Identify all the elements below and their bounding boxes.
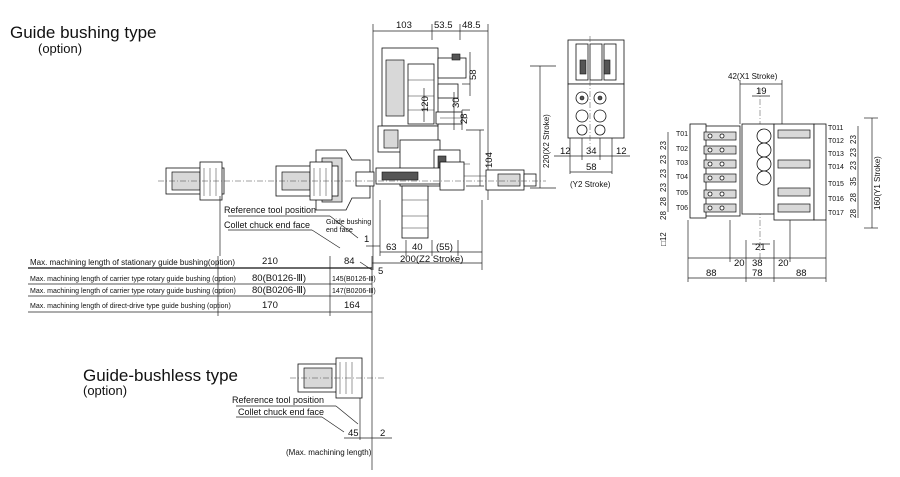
bushless-collet-chuck-end-face: Collet chuck end face xyxy=(238,407,324,417)
row-1-v1: 80(B0126-Ⅲ) xyxy=(252,273,306,284)
left-tool-rows xyxy=(703,131,737,213)
dim-88-left: 88 xyxy=(706,268,717,279)
dim-58: 58 xyxy=(468,69,479,80)
row-3-label: Max. machining length of direct-drive ty… xyxy=(30,303,231,310)
right-spacing-0: 23 xyxy=(849,135,858,144)
dim-200-z2-stroke: 200(Z2 Stroke) xyxy=(400,254,463,265)
y2-dim-34: 34 xyxy=(586,146,597,157)
dim-21: 21 xyxy=(755,242,766,253)
tool-t014: T014 xyxy=(828,164,844,171)
y2-stroke-label: (Y2 Stroke) xyxy=(570,180,611,189)
left-spacing-2: 23 xyxy=(659,169,668,178)
row-3-v1: 170 xyxy=(262,300,278,311)
machining-length-table: Max. machining length of stationary guid… xyxy=(28,256,376,470)
collet-chuck-end-face-label: Collet chuck end face xyxy=(224,220,310,230)
dim-20-left: 20 xyxy=(734,258,745,269)
guide-bushless-subtitle: (option) xyxy=(83,383,127,398)
dim-20-right: 20 xyxy=(778,258,789,269)
tool-t06: T06 xyxy=(676,205,688,212)
dim-2: 2 xyxy=(380,428,385,439)
dim-220-x2-stroke: 220(X2 Stroke) xyxy=(542,114,551,168)
tool-t03: T03 xyxy=(676,160,688,167)
row-1-v2: 145(B0126-Ⅲ) xyxy=(332,276,376,283)
bushless-reference-tool-position: Reference tool position xyxy=(232,395,324,405)
tool-t015: T015 xyxy=(828,181,844,188)
tool-t012: T012 xyxy=(828,138,844,145)
tool-t017: T017 xyxy=(828,210,844,217)
dim-19: 19 xyxy=(756,86,767,97)
guide-bushing-end-face-label-2: end face xyxy=(326,227,353,234)
tool-t02: T02 xyxy=(676,146,688,153)
dim-88-right: 88 xyxy=(796,268,807,279)
square-12: □12 xyxy=(659,232,668,246)
y2-dim-12-right: 12 xyxy=(616,146,627,157)
dim-55: (55) xyxy=(436,242,453,253)
guide-bushless-drawing: Reference tool position Collet chuck end… xyxy=(232,357,392,457)
dim-78: 78 xyxy=(752,268,763,279)
guide-bushing-subtitle: (option) xyxy=(38,41,82,56)
right-spacing-4: 28 xyxy=(849,193,858,202)
guide-bushing-end-face-label: Guide bushing xyxy=(326,219,371,226)
right-spacing-5: 28 xyxy=(849,209,858,218)
dim-103: 103 xyxy=(396,20,412,31)
y2-dim-12-left: 12 xyxy=(560,146,571,157)
row-0-v2: 84 xyxy=(344,256,355,267)
right-spacing-3: 35 xyxy=(849,177,858,186)
dim-1: 1 xyxy=(364,234,369,245)
row-0-v1: 210 xyxy=(262,256,278,267)
tool-t013: T013 xyxy=(828,151,844,158)
tool-t016: T016 xyxy=(828,196,844,203)
left-spacing-1: 23 xyxy=(659,155,668,164)
row-2-v2: 147(B0206-Ⅲ) xyxy=(332,288,376,295)
right-spacing-2: 23 xyxy=(849,161,858,170)
y1-stroke-label: 160(Y1 Stroke) xyxy=(873,156,882,210)
dim-53-5: 53.5 xyxy=(434,20,453,31)
dim-48-5: 48.5 xyxy=(462,20,481,31)
dim-104: 104 xyxy=(484,152,495,168)
dim-45: 45 xyxy=(348,428,359,439)
y2-dim-58: 58 xyxy=(586,162,597,173)
lower-dimensions: 1 63 40 (55) 200(Z2 Stroke) 5 xyxy=(359,200,483,277)
gang-tool-view: 42(X1 Stroke) 19 xyxy=(659,72,882,282)
tool-t01: T01 xyxy=(676,131,688,138)
dim-30: 30 xyxy=(451,97,462,108)
reference-tool-position-label: Reference tool position xyxy=(224,205,316,215)
upper-callouts: Reference tool position Collet chuck end… xyxy=(219,196,371,256)
y2-view: 12 34 12 58 (Y2 Stroke) xyxy=(554,36,630,189)
row-2-label: Max. machining length of carrier type ro… xyxy=(30,288,236,295)
left-spacing-0: 23 xyxy=(659,141,668,150)
tool-t05: T05 xyxy=(676,190,688,197)
tool-post-assembly: 58 120 30 28 104 220(X2 Stroke) xyxy=(315,47,556,239)
dim-5: 5 xyxy=(378,266,383,277)
x1-stroke-label: 42(X1 Stroke) xyxy=(728,72,778,81)
left-spacing-4: 28 xyxy=(659,197,668,206)
dim-38: 38 xyxy=(752,258,763,269)
dim-63: 63 xyxy=(386,242,397,253)
left-spacing-5: 28 xyxy=(659,211,668,220)
row-3-v2: 164 xyxy=(344,300,360,311)
right-spacing-1: 23 xyxy=(849,148,858,157)
left-spacing-3: 23 xyxy=(659,183,668,192)
tool-t04: T04 xyxy=(676,174,688,181)
max-machining-length-label: (Max. machining length) xyxy=(286,448,372,457)
dim-120: 120 xyxy=(420,96,431,112)
tool-t011: T011 xyxy=(828,125,844,132)
dim-40: 40 xyxy=(412,242,423,253)
row-1-label: Max. machining length of carrier type ro… xyxy=(30,276,236,283)
guide-bushless-title: Guide-bushless type xyxy=(83,366,238,385)
row-0-label: Max. machining length of stationary guid… xyxy=(30,258,235,267)
guide-bushing-title: Guide bushing type xyxy=(10,23,157,42)
dim-28: 28 xyxy=(459,113,470,124)
row-2-v1: 80(B0206-Ⅲ) xyxy=(252,285,306,296)
